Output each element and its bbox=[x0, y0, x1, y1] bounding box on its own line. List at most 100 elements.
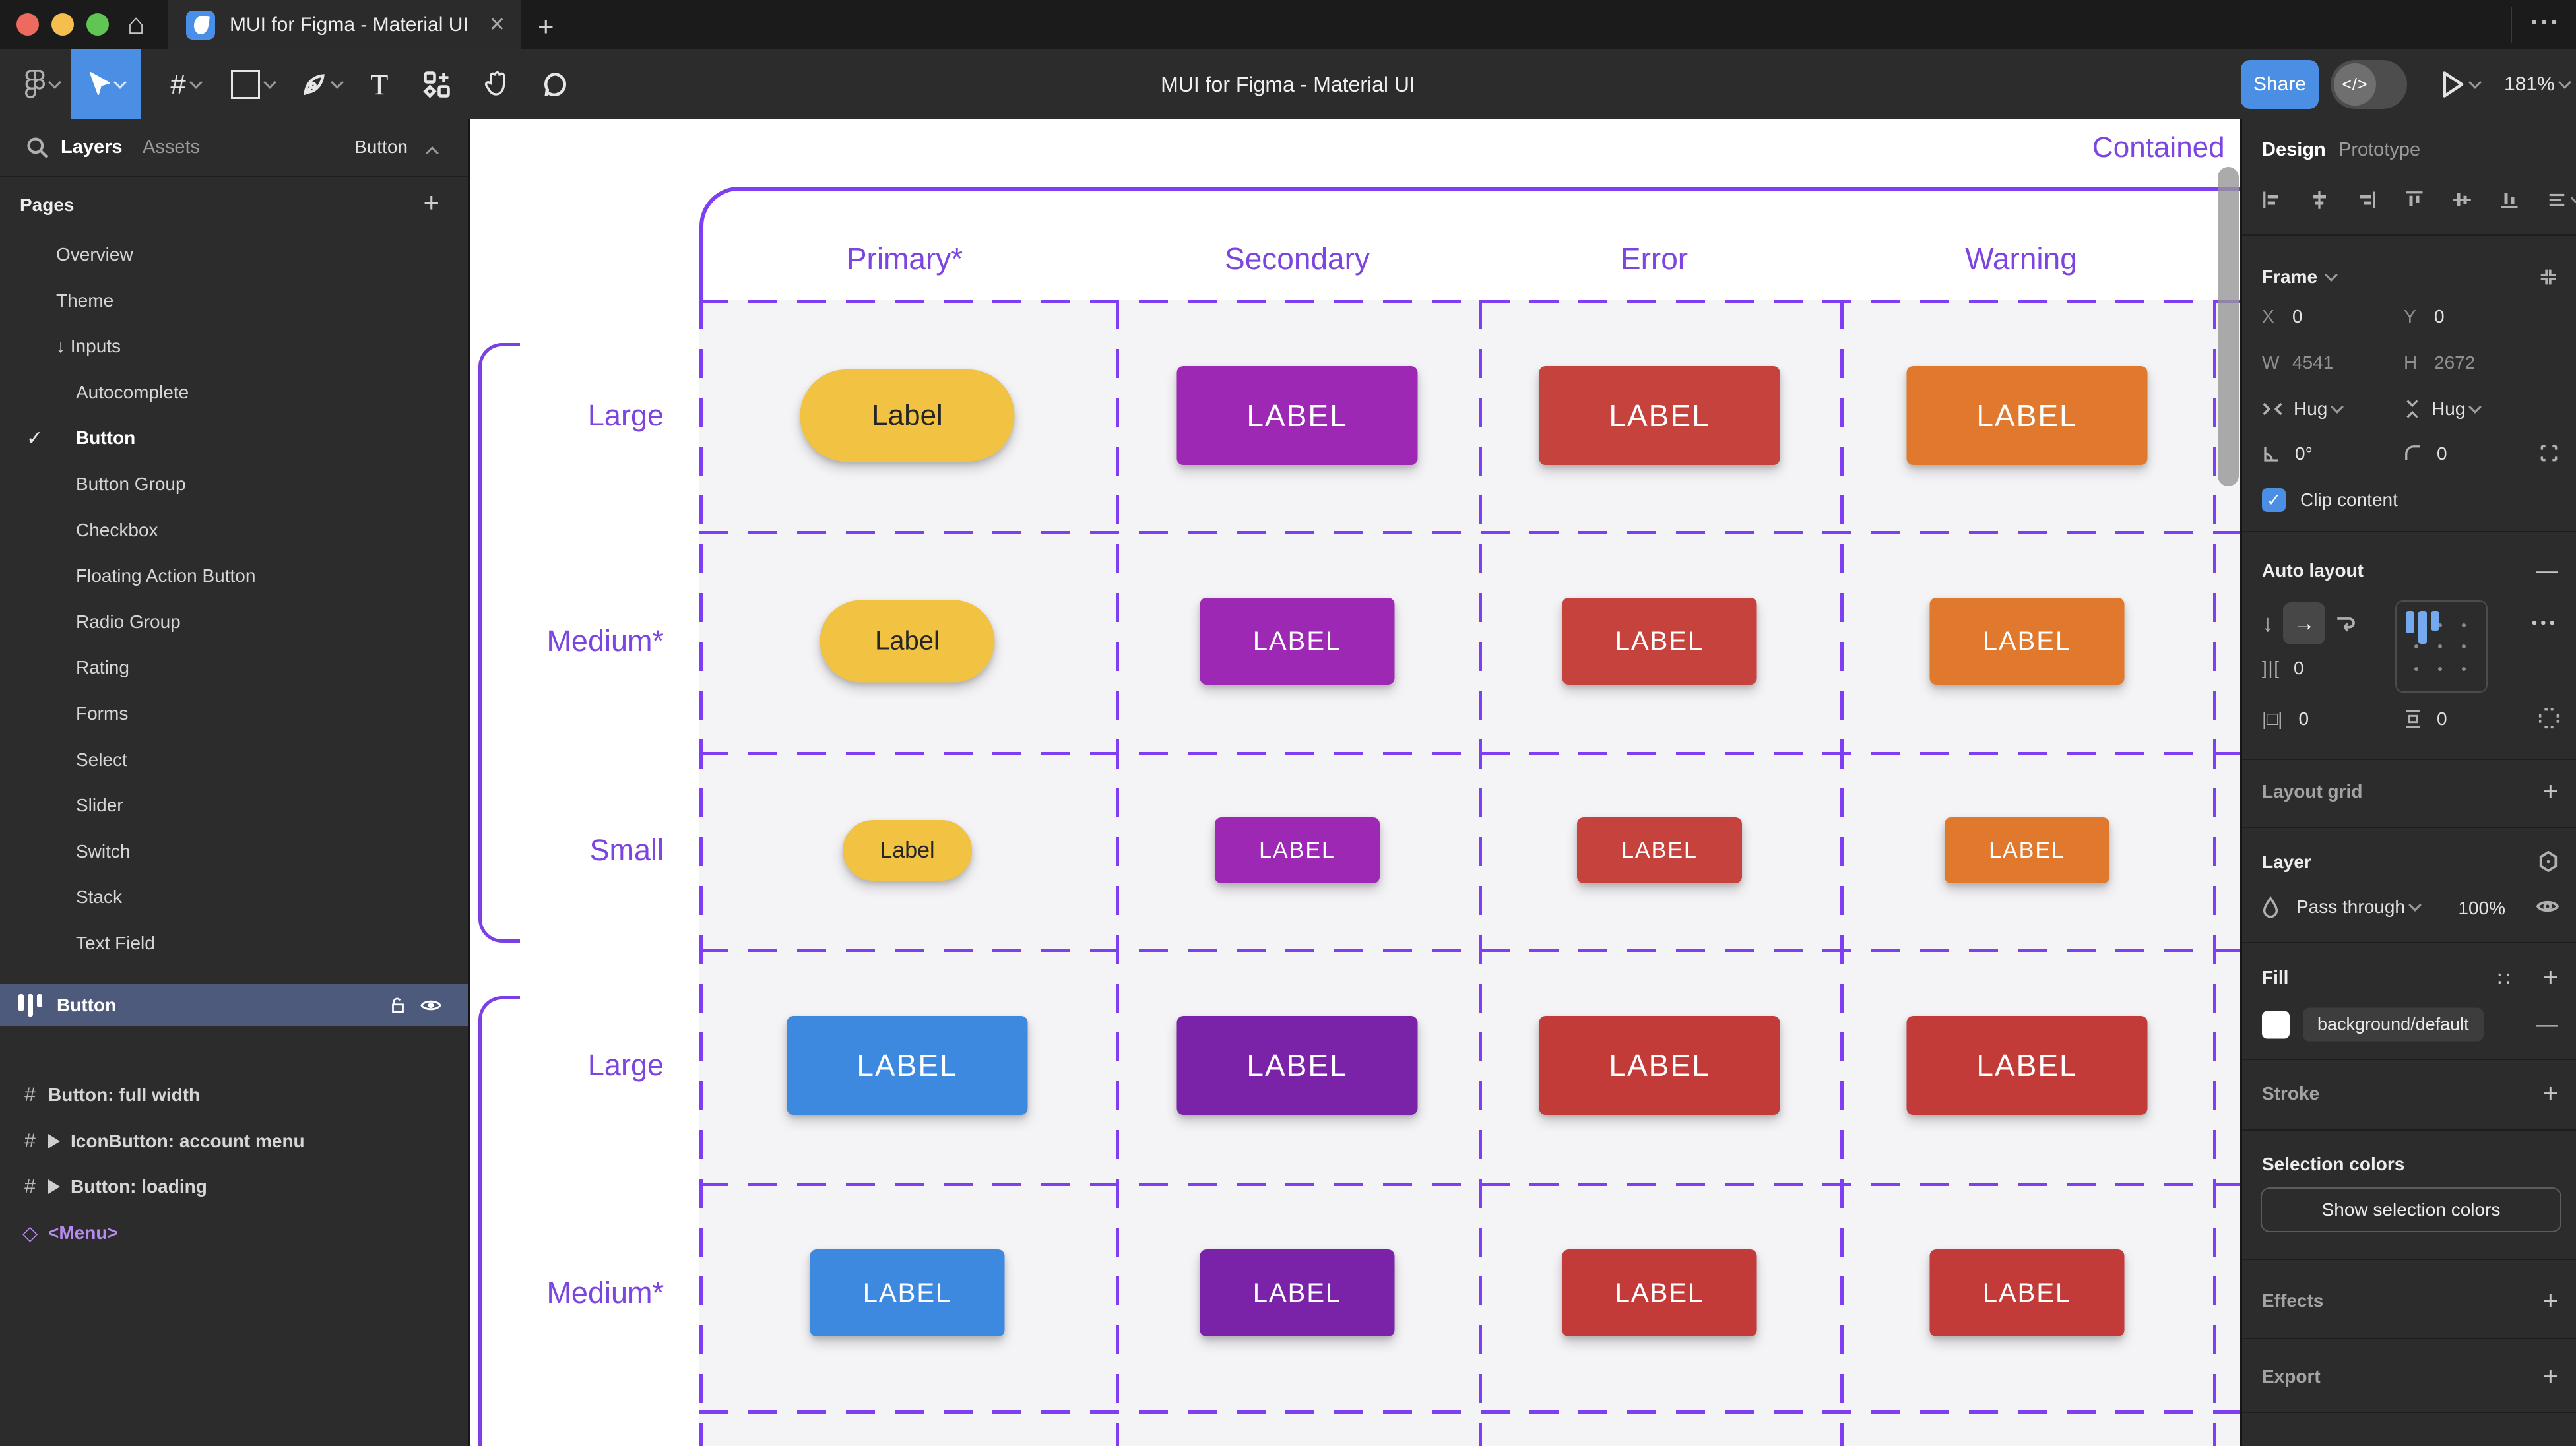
page-item-button-group[interactable]: Button Group bbox=[0, 461, 468, 507]
move-tool-button[interactable] bbox=[71, 49, 141, 119]
page-item-button[interactable]: ✓Button bbox=[0, 415, 468, 461]
specimen-button-secondary-sm[interactable]: LABEL bbox=[1215, 817, 1380, 883]
align-left-icon[interactable] bbox=[2262, 190, 2282, 210]
show-selection-colors-button[interactable]: Show selection colors bbox=[2261, 1187, 2561, 1232]
frame-tool-button[interactable]: # bbox=[156, 49, 215, 119]
tab-assets[interactable]: Assets bbox=[143, 137, 201, 158]
auto-layout-more-icon[interactable]: ••• bbox=[2531, 614, 2558, 632]
page-item-floating-action-button[interactable]: Floating Action Button bbox=[0, 553, 468, 599]
main-menu-button[interactable] bbox=[16, 49, 69, 119]
page-item-text-field[interactable]: Text Field bbox=[0, 920, 468, 966]
layer-opacity[interactable]: 100% bbox=[2458, 898, 2505, 918]
padding-vertical-control[interactable]: 0 bbox=[2404, 708, 2447, 730]
specimen-button-errorDark-md[interactable]: LABEL bbox=[1562, 1249, 1757, 1336]
independent-corners-icon[interactable] bbox=[2538, 443, 2560, 464]
blend-mode-icon[interactable] bbox=[2537, 850, 2560, 873]
specimen-button-warning-sm[interactable]: LABEL bbox=[1945, 817, 2109, 883]
remove-auto-layout-button[interactable]: — bbox=[2536, 558, 2558, 583]
add-export-button[interactable]: + bbox=[2542, 1362, 2558, 1391]
page-item-inputs[interactable]: ↓ Inputs bbox=[0, 323, 468, 369]
page-item-switch[interactable]: Switch bbox=[0, 829, 468, 875]
add-effect-button[interactable]: + bbox=[2542, 1286, 2558, 1315]
share-button[interactable]: Share bbox=[2241, 60, 2319, 109]
specimen-button-secondaryDark-lg[interactable]: LABEL bbox=[1176, 1016, 1418, 1115]
align-bottom-icon[interactable] bbox=[2499, 190, 2519, 210]
zoom-level-control[interactable]: 181% bbox=[2504, 49, 2571, 119]
specimen-button-secondary-md[interactable]: LABEL bbox=[1200, 598, 1395, 685]
traffic-light-close[interactable] bbox=[16, 13, 39, 36]
align-vertical-center-icon[interactable] bbox=[2452, 190, 2472, 210]
add-stroke-button[interactable]: + bbox=[2542, 1079, 2558, 1108]
file-tab[interactable]: MUI for Figma - Material UI ✕ bbox=[168, 0, 521, 49]
wrap-icon[interactable] bbox=[2334, 613, 2357, 633]
new-tab-button[interactable]: + bbox=[538, 11, 554, 42]
specimen-button-amber-sm[interactable]: Label bbox=[843, 820, 972, 881]
add-fill-button[interactable]: + bbox=[2542, 963, 2558, 992]
w-value[interactable]: 4541 bbox=[2292, 352, 2334, 373]
traffic-light-minimize[interactable] bbox=[51, 13, 74, 36]
alignment-grid[interactable] bbox=[2395, 600, 2488, 693]
specimen-button-error-sm[interactable]: LABEL bbox=[1577, 817, 1742, 883]
layer-item-button-loading[interactable]: #Button: loading bbox=[0, 1164, 468, 1210]
page-selector[interactable]: Button bbox=[354, 137, 408, 157]
specimen-button-warning-md[interactable]: LABEL bbox=[1929, 598, 2125, 685]
tab-design[interactable]: Design bbox=[2262, 139, 2326, 160]
hug-width-control[interactable]: Hug bbox=[2262, 398, 2344, 420]
x-value[interactable]: 0 bbox=[2292, 306, 2303, 327]
hug-height-control[interactable]: Hug bbox=[2404, 398, 2482, 420]
direction-vertical-icon[interactable]: ↓ bbox=[2262, 610, 2274, 637]
specimen-button-errorDark-lg[interactable]: LABEL bbox=[1906, 1016, 2148, 1115]
gap-control[interactable]: ] | [ 0 bbox=[2262, 658, 2304, 679]
shape-tool-button[interactable] bbox=[223, 49, 282, 119]
visibility-icon[interactable] bbox=[420, 996, 442, 1015]
hand-tool-button[interactable] bbox=[470, 49, 523, 119]
layer-visibility-icon[interactable] bbox=[2536, 896, 2560, 916]
remove-fill-button[interactable]: — bbox=[2536, 1012, 2558, 1037]
specimen-button-amber-md[interactable]: Label bbox=[820, 600, 995, 683]
resources-tool-button[interactable] bbox=[410, 49, 463, 119]
layer-item--menu-[interactable]: ◇<Menu> bbox=[0, 1210, 468, 1256]
page-item-checkbox[interactable]: Checkbox bbox=[0, 507, 468, 553]
page-item-autocomplete[interactable]: Autocomplete bbox=[0, 369, 468, 416]
search-icon[interactable] bbox=[25, 135, 50, 160]
page-item-theme[interactable]: Theme bbox=[0, 278, 468, 324]
align-top-icon[interactable] bbox=[2404, 190, 2424, 210]
home-icon[interactable]: ⌂ bbox=[127, 8, 145, 40]
page-item-radio-group[interactable]: Radio Group bbox=[0, 599, 468, 645]
specimen-button-errorDark-md[interactable]: LABEL bbox=[1929, 1249, 2125, 1336]
specimen-button-error-lg[interactable]: LABEL bbox=[1539, 366, 1780, 465]
fill-row[interactable]: background/default bbox=[2262, 1007, 2484, 1042]
canvas-scrollbar[interactable] bbox=[2218, 167, 2239, 486]
specimen-button-primary-md[interactable]: LABEL bbox=[810, 1249, 1005, 1336]
specimen-button-amber-lg[interactable]: Label bbox=[800, 369, 1015, 462]
fill-styles-icon[interactable]: ∷ bbox=[2497, 968, 2512, 990]
text-tool-button[interactable]: T bbox=[370, 68, 389, 101]
frame-title[interactable]: Contained bbox=[2092, 131, 2225, 164]
expand-triangle-icon[interactable] bbox=[48, 1179, 60, 1195]
window-more-icon[interactable]: ••• bbox=[2531, 12, 2561, 32]
tidy-up-icon[interactable] bbox=[2547, 190, 2576, 210]
add-layout-grid-button[interactable]: + bbox=[2542, 777, 2558, 806]
add-page-button[interactable]: + bbox=[423, 187, 439, 218]
specimen-button-errorDark-lg[interactable]: LABEL bbox=[1539, 1016, 1780, 1115]
align-horizontal-center-icon[interactable] bbox=[2309, 190, 2329, 210]
page-item-rating[interactable]: Rating bbox=[0, 644, 468, 691]
specimen-button-error-md[interactable]: LABEL bbox=[1562, 598, 1757, 685]
present-button[interactable] bbox=[2440, 49, 2482, 119]
align-right-icon[interactable] bbox=[2357, 190, 2377, 210]
specimen-button-secondary-lg[interactable]: LABEL bbox=[1176, 366, 1418, 465]
tab-close-icon[interactable]: ✕ bbox=[488, 14, 505, 36]
specimen-button-secondaryDark-md[interactable]: LABEL bbox=[1200, 1249, 1395, 1336]
blend-mode-value[interactable]: Pass through bbox=[2296, 896, 2405, 917]
layer-item-button[interactable]: Button bbox=[0, 984, 468, 1026]
fill-token-chip[interactable]: background/default bbox=[2303, 1007, 2484, 1042]
page-item-select[interactable]: Select bbox=[0, 737, 468, 783]
layer-item-iconbutton-account-menu[interactable]: #IconButton: account menu bbox=[0, 1118, 468, 1164]
tab-prototype[interactable]: Prototype bbox=[2338, 139, 2421, 160]
y-value[interactable]: 0 bbox=[2434, 306, 2445, 327]
dev-mode-toggle[interactable]: </> bbox=[2331, 60, 2407, 109]
rotation-value[interactable]: 0° bbox=[2295, 443, 2313, 464]
collapse-panel-icon[interactable] bbox=[2537, 266, 2560, 288]
direction-horizontal-selected[interactable]: → bbox=[2283, 602, 2325, 644]
